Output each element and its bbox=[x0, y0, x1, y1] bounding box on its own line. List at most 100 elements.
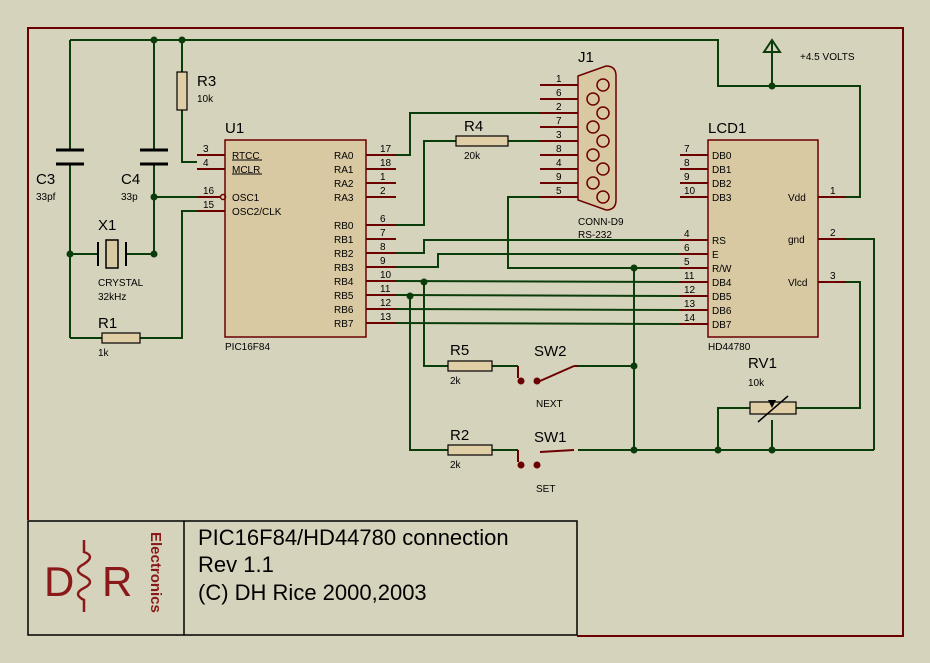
u1-pin-label: RB4 bbox=[334, 277, 354, 288]
c4-ref: C4 bbox=[121, 171, 140, 188]
lcd-pin-label: gnd bbox=[788, 235, 805, 246]
r5-value: 2k bbox=[450, 376, 462, 387]
r1-ref: R1 bbox=[98, 315, 117, 332]
inductor-logo-icon bbox=[76, 540, 92, 612]
sheet-border bbox=[27, 27, 904, 637]
j1-pin-number: 6 bbox=[556, 88, 562, 99]
title-block: D R Electronics PIC16F84/HD44780 connect… bbox=[27, 520, 578, 636]
j1-contact bbox=[596, 106, 610, 120]
u1-pin-number: 17 bbox=[380, 144, 392, 155]
lcd-pin-label: DB5 bbox=[712, 292, 732, 303]
lcd-pin-number: 11 bbox=[684, 271, 695, 282]
lcd-pin-label: DB1 bbox=[712, 165, 732, 176]
resistor-r2[interactable]: R2 2k bbox=[447, 427, 493, 471]
lcd-left-pins: 7DB08DB19DB210DB34RS6E5R/W11DB412DB513DB… bbox=[680, 144, 732, 331]
u1-pin-label: RA0 bbox=[334, 151, 354, 162]
lcd-pin-number: 10 bbox=[684, 186, 696, 197]
power-label: +4.5 VOLTS bbox=[800, 52, 855, 63]
u1-pin-number: 9 bbox=[380, 256, 386, 267]
resistor-r3[interactable]: R3 10k bbox=[176, 71, 216, 111]
lcd-pin-label: DB3 bbox=[712, 193, 732, 204]
j1-pin-number: 3 bbox=[556, 130, 562, 141]
u1-part: PIC16F84 bbox=[225, 342, 270, 353]
j1-pin-number: 9 bbox=[556, 172, 562, 183]
sw2-ref: SW2 bbox=[534, 343, 567, 360]
switch-sw1[interactable]: SW1 SET bbox=[517, 429, 575, 495]
u1-pin-number: 11 bbox=[380, 284, 391, 295]
sw1-ref: SW1 bbox=[534, 429, 567, 446]
r3-value: 10k bbox=[197, 94, 214, 105]
sw1-label: SET bbox=[536, 484, 555, 495]
j1-label: RS-232 bbox=[578, 230, 612, 241]
j1-contact bbox=[596, 78, 610, 92]
lcd-pin-label: DB7 bbox=[712, 320, 732, 331]
resistor-r1[interactable]: R1 1k bbox=[98, 315, 141, 359]
lcd-pin-label: DB6 bbox=[712, 306, 732, 317]
r5-ref: R5 bbox=[450, 342, 469, 359]
lcd-pin-number: 6 bbox=[684, 243, 690, 254]
lcd-pin-number: 5 bbox=[684, 257, 690, 268]
u1-pin-number: 13 bbox=[380, 312, 392, 323]
u1-pin-number: 12 bbox=[380, 298, 392, 309]
u1-pin-label: RA2 bbox=[334, 179, 354, 190]
u1-pin-label: RA1 bbox=[334, 165, 354, 176]
lcd-pin-number: 3 bbox=[830, 271, 836, 282]
u1-pin-number: 7 bbox=[380, 228, 386, 239]
lcd-pin-number: 2 bbox=[830, 228, 836, 239]
j1-contact bbox=[596, 190, 610, 204]
lcd-pin-number: 1 bbox=[830, 186, 836, 197]
lcd-pin-label: DB2 bbox=[712, 179, 732, 190]
logo-letter-r: R bbox=[102, 558, 132, 605]
lcd-pin-number: 12 bbox=[684, 285, 696, 296]
lcd-ref: LCD1 bbox=[708, 120, 746, 137]
lcd-lcd1[interactable]: LCD1 HD44780 7DB08DB19DB210DB34RS6E5R/W1… bbox=[680, 120, 846, 353]
resistor-r5[interactable]: R5 2k bbox=[447, 342, 493, 387]
j1-contact bbox=[586, 148, 600, 162]
capacitor-c4[interactable]: C4 33p bbox=[121, 148, 168, 203]
u1-pin-number: 10 bbox=[380, 270, 392, 281]
u1-pin-label: RB3 bbox=[334, 263, 354, 274]
lcd-pin-label: E bbox=[712, 250, 719, 261]
u1-pin-label: OSC2/CLK bbox=[232, 207, 282, 218]
j1-contact bbox=[586, 176, 600, 190]
c3-ref: C3 bbox=[36, 171, 55, 188]
u1-pin-label: RB6 bbox=[334, 305, 354, 316]
u1-pin-label: OSC1 bbox=[232, 193, 260, 204]
title-line-1: PIC16F84/HD44780 connection bbox=[198, 525, 509, 550]
u1-pin-number: 1 bbox=[380, 172, 386, 183]
j1-pin-number: 8 bbox=[556, 144, 562, 155]
title-line-3: (C) DH Rice 2000,2003 bbox=[198, 580, 427, 605]
u1-pin-number: 2 bbox=[380, 186, 386, 197]
logo: D R Electronics bbox=[44, 532, 164, 613]
c3-value: 33pf bbox=[36, 192, 56, 203]
j1-pin-number: 4 bbox=[556, 158, 562, 169]
r2-ref: R2 bbox=[450, 427, 469, 444]
u1-pin-number: 18 bbox=[380, 158, 392, 169]
j1-ref: J1 bbox=[578, 49, 594, 66]
sw2-label: NEXT bbox=[536, 399, 563, 410]
resistor-r4[interactable]: R4 20k bbox=[455, 118, 509, 162]
r1-value: 1k bbox=[98, 348, 110, 359]
u1-pin-number: 15 bbox=[203, 200, 215, 211]
capacitor-c3[interactable]: C3 33pf bbox=[36, 148, 84, 203]
rv1-value: 10k bbox=[748, 378, 765, 389]
u1-pin-label: RB2 bbox=[334, 249, 354, 260]
title-line-2: Rev 1.1 bbox=[198, 552, 274, 577]
potentiometer-rv1[interactable]: RV1 10k bbox=[748, 355, 797, 423]
j1-pin-number: 5 bbox=[556, 186, 562, 197]
r2-value: 2k bbox=[450, 460, 462, 471]
switch-sw2[interactable]: SW2 NEXT bbox=[517, 343, 579, 410]
j1-pin-number: 2 bbox=[556, 102, 562, 113]
j1-pin-number: 1 bbox=[556, 74, 562, 85]
u1-pin-label: RB0 bbox=[334, 221, 354, 232]
logo-side-text: Electronics bbox=[147, 532, 164, 613]
crystal-x1[interactable]: X1 CRYSTAL 32kHz bbox=[97, 217, 144, 303]
j1-contact bbox=[586, 120, 600, 134]
lcd-pin-label: R/W bbox=[712, 264, 732, 275]
lcd-pin-label: DB0 bbox=[712, 151, 732, 162]
u1-pin-number: 6 bbox=[380, 214, 386, 225]
